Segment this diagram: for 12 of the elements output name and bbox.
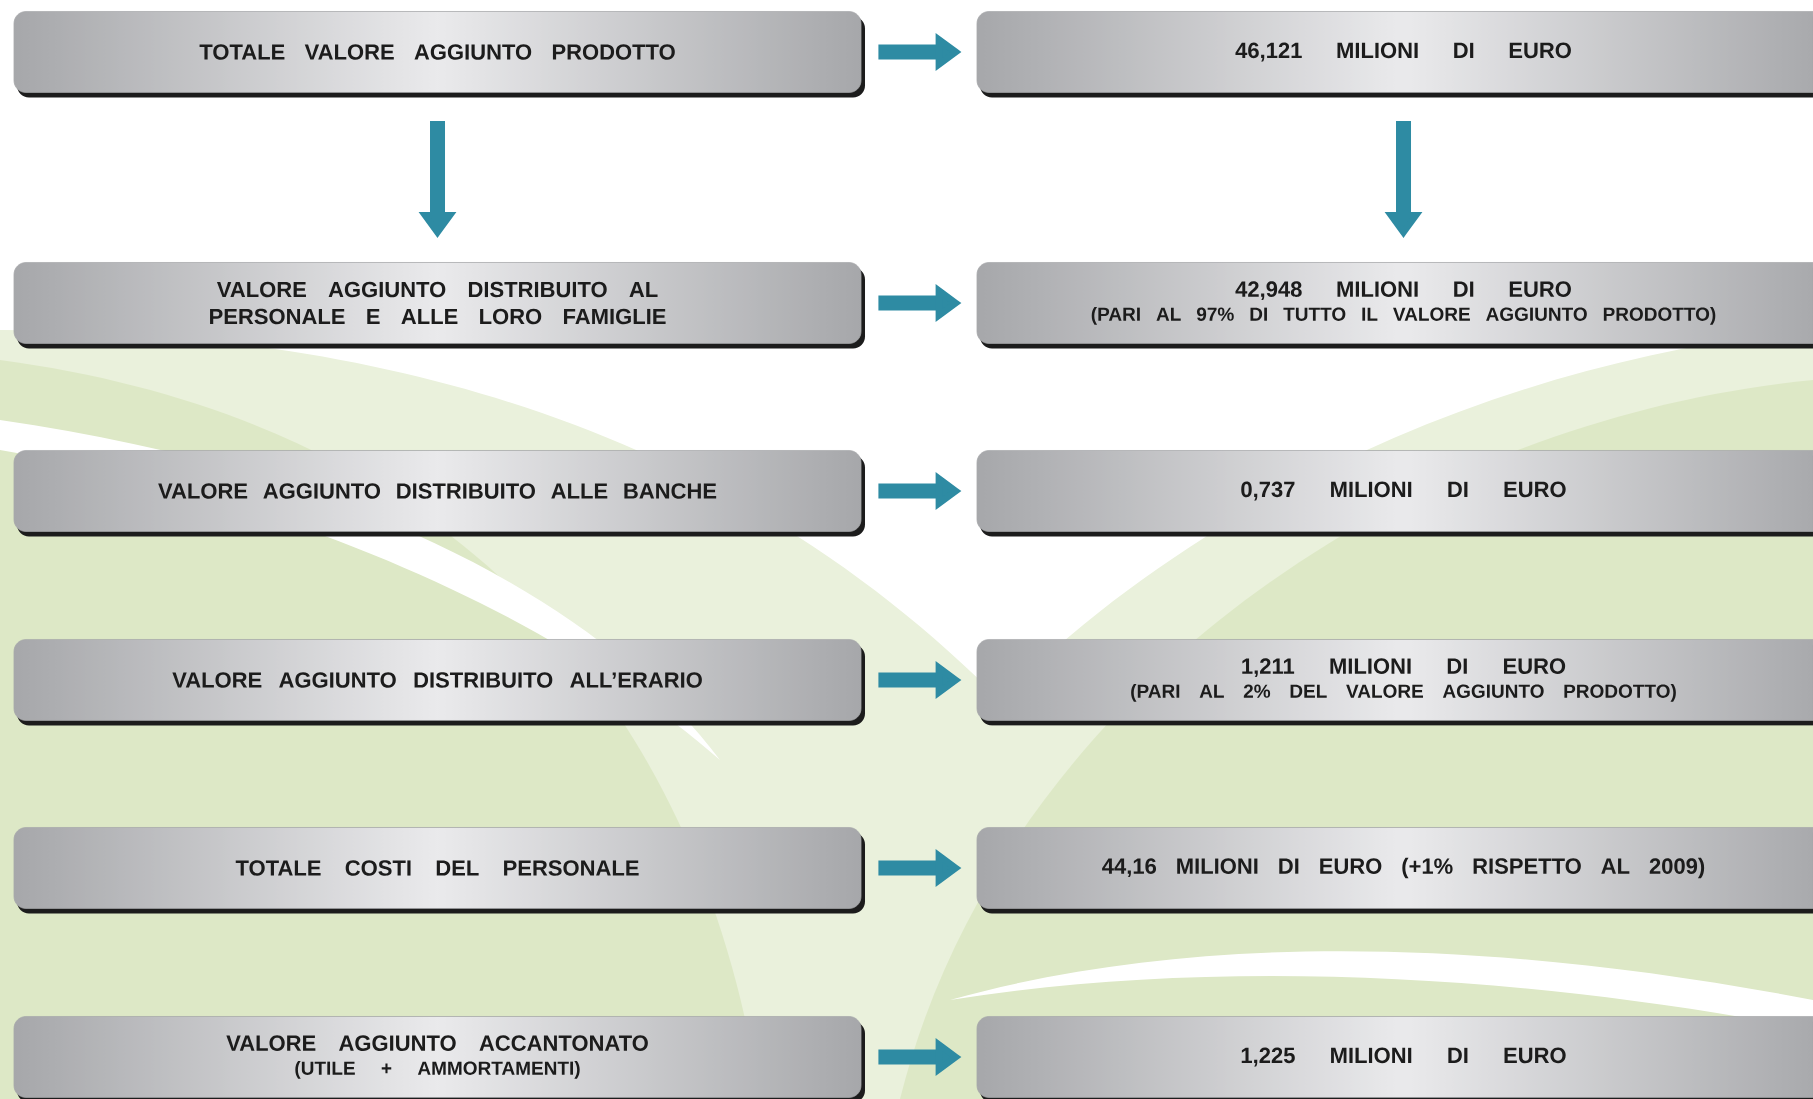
- value-box: 1,211 MILIONI DI EURO (PARI AL 2% DEL VALORE AGGIUNTO PRODOTTO): [976, 639, 1813, 726]
- value-box: VALORE AGGIUNTO ACCANTONATO (UTILE + AMMORTAMENTI): [13, 1016, 865, 1099]
- value-box: VALORE AGGIUNTO DISTRIBUITO ALL’ERARIO: [13, 639, 865, 726]
- value-box: TOTALE VALORE AGGIUNTO PRODOTTO: [13, 11, 865, 98]
- value-box: VALORE AGGIUNTO DISTRIBUITO AL PERSONALE E ALLE LORO FAMIGLIE: [13, 262, 865, 349]
- value-box: VALORE AGGIUNTO DISTRIBUITO ALLE BANCHE: [13, 450, 865, 537]
- value-box: 42,948 MILIONI DI EURO (PARI AL 97% DI TUTTO IL VALORE AGGIUNTO PRODOTTO): [976, 262, 1813, 349]
- value-box: 44,16 MILIONI DI EURO (+1% RISPETTO AL 2009): [976, 827, 1813, 914]
- value-box: 1,225 MILIONI DI EURO: [976, 1016, 1813, 1099]
- value-box: TOTALE COSTI DEL PERSONALE: [13, 827, 865, 914]
- value-box: 0,737 MILIONI DI EURO: [976, 450, 1813, 537]
- value-box: 46,121 MILIONI DI EURO: [976, 11, 1813, 98]
